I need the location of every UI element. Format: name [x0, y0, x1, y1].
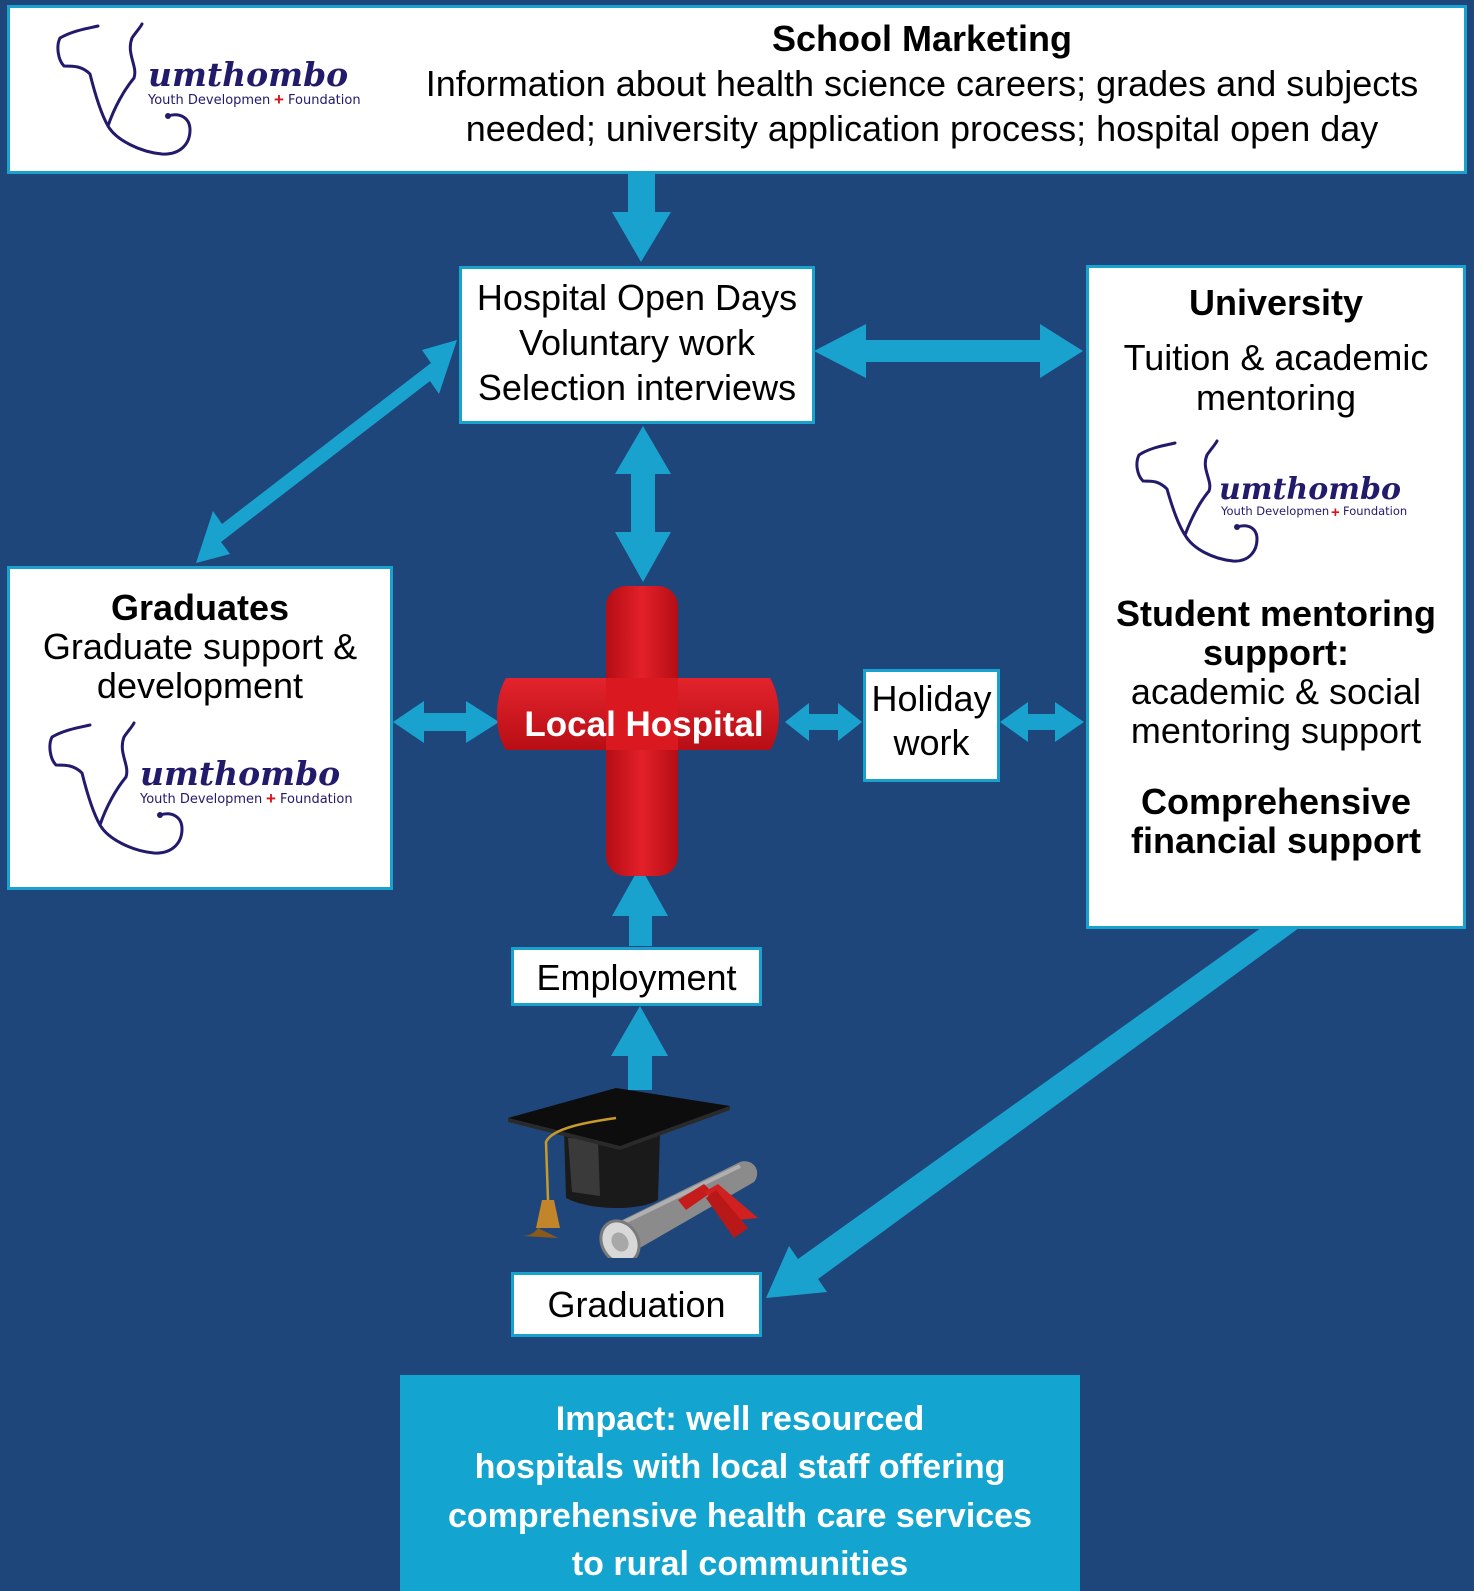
- svg-text:+: +: [1331, 504, 1340, 521]
- school-marketing-line-1: Information about health science careers…: [425, 63, 1419, 105]
- holiday-work-line-1: Holiday: [871, 678, 992, 719]
- svg-text:Youth Developmen: Youth Developmen: [139, 792, 262, 807]
- arrow-holiday-university: [1000, 702, 1084, 742]
- school-marketing-title: School Marketing: [771, 18, 1073, 59]
- graduates-title: Graduates: [110, 587, 290, 628]
- impact-line-2: hospitals with local staff offering: [474, 1448, 1006, 1487]
- open-days-line-3: Selection interviews: [477, 367, 797, 409]
- arrow-hospital-holiday: [785, 703, 862, 741]
- student-mentoring-title-2: support:: [1203, 632, 1349, 674]
- graduation-label: Graduation: [547, 1284, 726, 1325]
- financial-support-line-2: financial support: [1130, 819, 1422, 861]
- employment-label: Employment: [536, 957, 737, 998]
- umthombo-logo: umthombo Youth Developmen + Foundation: [48, 721, 353, 855]
- graduation-box: Graduation: [511, 1272, 762, 1337]
- arrow-employment-to-hospital: [612, 866, 668, 946]
- svg-text:+: +: [274, 90, 284, 109]
- university-tuition-line-2: mentoring: [1195, 376, 1357, 418]
- svg-text:Foundation: Foundation: [288, 93, 361, 108]
- school-marketing-box: umthombo Youth Developmen + Foundation S…: [7, 5, 1467, 174]
- umthombo-logo: umthombo Youth Developmen + Foundation: [1135, 439, 1407, 563]
- holiday-work-line-2: work: [893, 722, 970, 764]
- arrow-university-to-graduation: [766, 925, 1303, 1298]
- open-days-line-1: Hospital Open Days: [476, 277, 798, 318]
- svg-text:Youth Developmen: Youth Developmen: [1220, 504, 1329, 518]
- school-marketing-line-2: needed; university application process; …: [465, 108, 1379, 150]
- university-box: University Tuition & academic mentoring …: [1086, 265, 1466, 929]
- arrow-graduates-hospital: [393, 701, 499, 743]
- arrow-opendays-university: [814, 324, 1083, 378]
- svg-text:umthombo: umthombo: [1219, 472, 1401, 507]
- red-cross-icon: [497, 586, 779, 876]
- svg-text:Foundation: Foundation: [280, 792, 353, 807]
- graduates-line-1: Graduate support &: [42, 625, 358, 667]
- graduates-line-2: development: [96, 664, 304, 706]
- arrow-school-to-opendays: [612, 173, 671, 262]
- student-mentoring-line-1: academic & social: [1130, 671, 1422, 713]
- graduates-box: Graduates Graduate support & development…: [7, 566, 393, 890]
- financial-support-line-1: Comprehensive: [1140, 780, 1412, 822]
- university-title: University: [1188, 282, 1364, 323]
- svg-text:+: +: [266, 789, 276, 808]
- arrow-opendays-hospital: [615, 426, 671, 582]
- student-mentoring-title-1: Student mentoring: [1116, 593, 1436, 635]
- svg-text:umthombo: umthombo: [148, 55, 348, 94]
- university-tuition-line-1: Tuition & academic: [1123, 337, 1429, 379]
- umthombo-logo: umthombo Youth Developmen + Foundation: [56, 22, 361, 156]
- open-days-line-2: Voluntary work: [518, 322, 756, 364]
- svg-text:Foundation: Foundation: [1343, 504, 1407, 518]
- hospital-open-days-box: Hospital Open Days Voluntary work Select…: [459, 266, 815, 424]
- arrow-opendays-graduates: [196, 340, 457, 563]
- svg-text:umthombo: umthombo: [140, 754, 340, 793]
- student-mentoring-line-2: mentoring support: [1130, 709, 1422, 751]
- arrow-graduation-to-employment: [611, 1006, 668, 1090]
- impact-line-3: comprehensive health care services: [448, 1496, 1032, 1535]
- svg-text:Youth Developmen: Youth Developmen: [147, 93, 270, 108]
- graduation-cap-icon: [508, 1088, 758, 1258]
- impact-line-1: Impact: well resourced: [555, 1400, 925, 1438]
- local-hospital-label: Local Hospital: [524, 705, 764, 744]
- impact-box: Impact: well resourced hospitals with lo…: [400, 1375, 1080, 1591]
- employment-box: Employment: [511, 947, 762, 1006]
- holiday-work-box: Holiday work: [863, 669, 1000, 782]
- impact-line-4: to rural communities: [571, 1544, 909, 1583]
